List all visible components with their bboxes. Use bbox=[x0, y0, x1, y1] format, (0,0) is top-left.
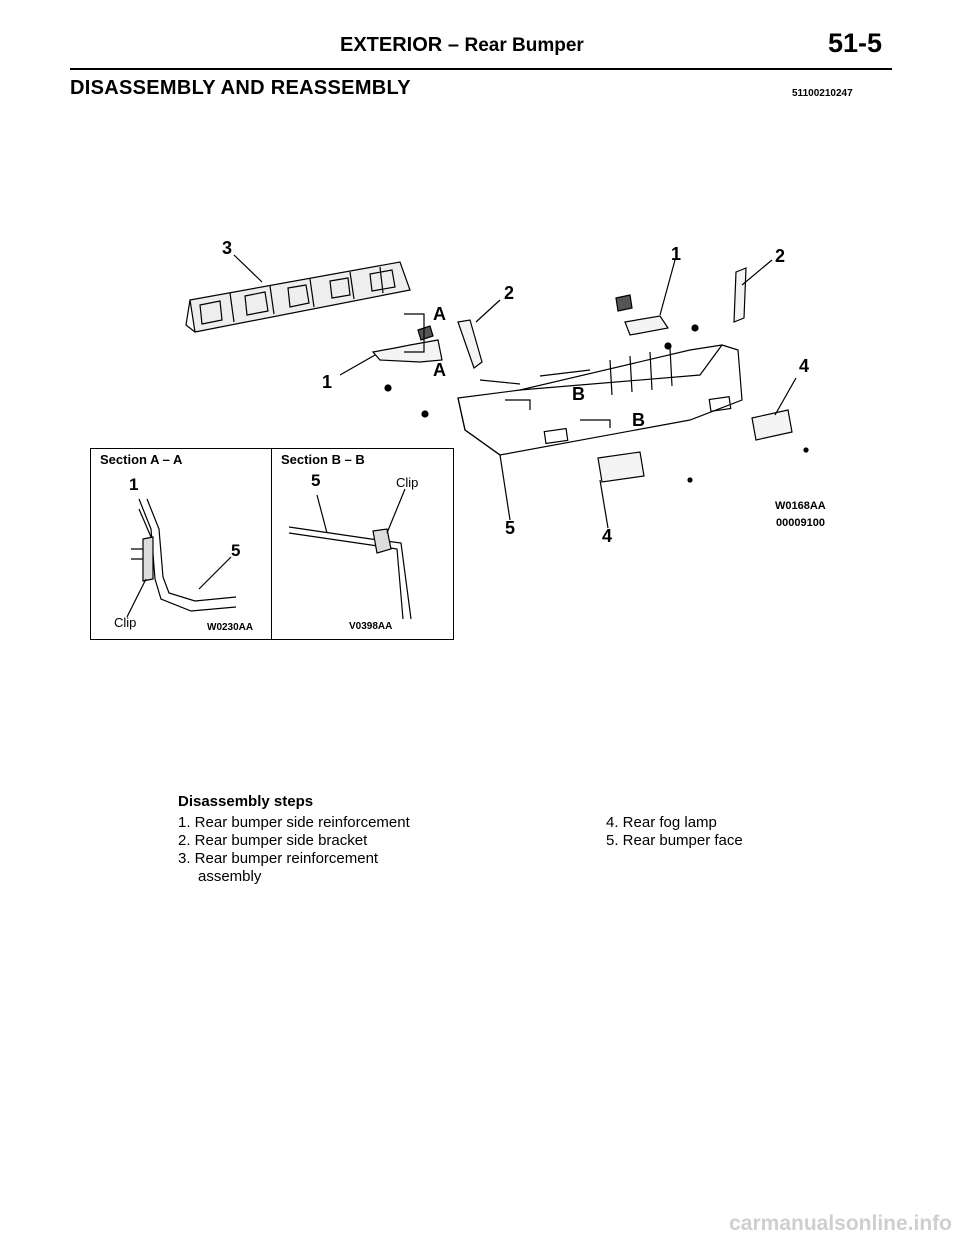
inset-a-callout-5: 5 bbox=[231, 541, 241, 560]
step-item-3-cont: assembly bbox=[198, 868, 262, 885]
callout-2-right: 2 bbox=[775, 246, 786, 266]
callout-2-left: 2 bbox=[504, 283, 515, 303]
callout-5: 5 bbox=[505, 518, 516, 538]
step-item-1: 1. Rear bumper side reinforcement bbox=[178, 814, 410, 831]
right-side-reinforcement-drawing bbox=[615, 294, 670, 336]
step-item-5: 5. Rear bumper face bbox=[606, 832, 743, 849]
section-code: 51100210247 bbox=[792, 88, 853, 99]
callout-1-right: 1 bbox=[671, 244, 682, 264]
section-inset-box: Section A – A 1 5 Clip W0230AA Section B… bbox=[90, 448, 454, 640]
bumper-face-drawing bbox=[457, 344, 743, 456]
section-marker-a-top: A bbox=[433, 304, 446, 324]
inset-b-callout-5: 5 bbox=[311, 471, 321, 490]
steps-title: Disassembly steps bbox=[178, 793, 314, 810]
right-fog-lamp-drawing bbox=[751, 409, 793, 441]
header-rule bbox=[70, 68, 892, 70]
header-title-main: EXTERIOR bbox=[340, 34, 443, 56]
left-side-bracket-drawing bbox=[457, 319, 483, 369]
watermark: carmanualsonline.info bbox=[729, 1212, 952, 1235]
inset-drawings bbox=[126, 488, 412, 620]
section-marker-a-bottom: A bbox=[433, 360, 446, 380]
header-title-separator: – bbox=[447, 34, 459, 56]
step-item-2: 2. Rear bumper side bracket bbox=[178, 832, 368, 849]
section-marker-b-bottom: B bbox=[632, 410, 645, 430]
section-title: DISASSEMBLY AND REASSEMBLY bbox=[70, 77, 411, 99]
left-side-reinforcement-drawing bbox=[371, 325, 443, 363]
steps-right-list: 4. Rear fog lamp 5. Rear bumper face bbox=[606, 814, 743, 850]
inset-divider bbox=[271, 449, 272, 639]
inset-b-clip-label: Clip bbox=[396, 475, 419, 490]
step-item-3: 3. Rear bumper reinforcement bbox=[178, 850, 379, 867]
inset-a-clip-label: Clip bbox=[114, 615, 137, 630]
section-marker-b-top: B bbox=[572, 384, 585, 404]
header-title-sub: Rear Bumper bbox=[464, 35, 584, 56]
page-number: 51-5 bbox=[828, 28, 883, 58]
callout-4-left: 4 bbox=[602, 526, 613, 546]
inset-a-code: W0230AA bbox=[207, 622, 254, 633]
figure-code: W0168AA bbox=[775, 500, 826, 512]
callout-4-right: 4 bbox=[799, 356, 810, 376]
left-fog-lamp-drawing bbox=[597, 451, 645, 483]
figure-number: 00009100 bbox=[776, 517, 825, 529]
steps-left-list: 1. Rear bumper side reinforcement 2. Rea… bbox=[178, 814, 410, 886]
callout-1-left: 1 bbox=[322, 372, 333, 392]
inset-b-code: V0398AA bbox=[349, 621, 393, 632]
right-side-bracket-drawing bbox=[733, 267, 747, 323]
inset-a-title: Section A – A bbox=[100, 452, 183, 467]
inset-b-title: Section B – B bbox=[281, 452, 365, 467]
inset-a-callout-1: 1 bbox=[129, 475, 139, 494]
step-item-4: 4. Rear fog lamp bbox=[606, 814, 717, 831]
callout-3: 3 bbox=[222, 238, 233, 258]
page-header-title: EXTERIOR – Rear Bumper bbox=[340, 34, 584, 57]
bumper-reinforcement-drawing bbox=[185, 261, 411, 333]
exploded-diagram bbox=[185, 254, 809, 529]
